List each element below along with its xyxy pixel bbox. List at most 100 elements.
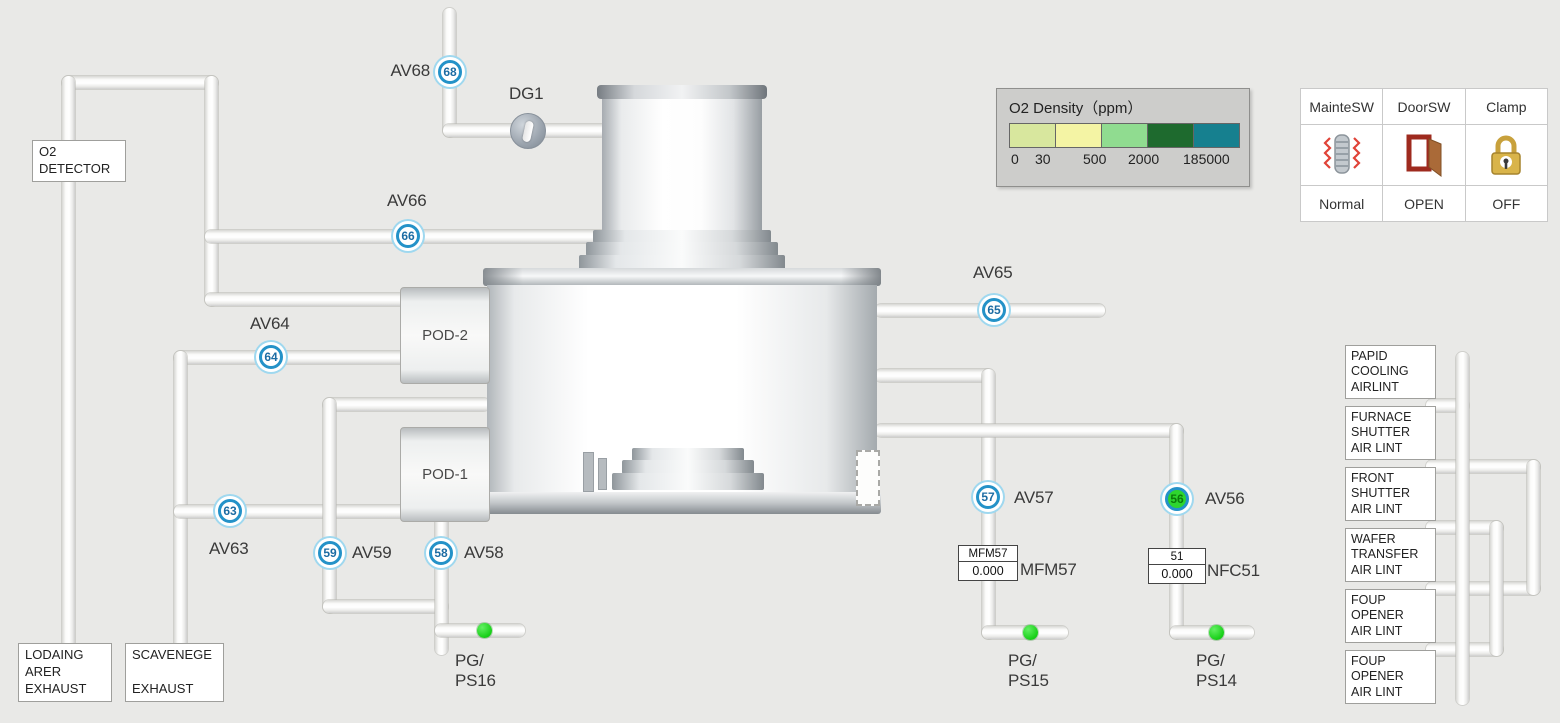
status-value-clamp: OFF [1465, 186, 1548, 222]
valve-label-dg1: DG1 [509, 84, 544, 103]
valve-av66[interactable]: 66 [396, 224, 420, 248]
pipe-segment [174, 351, 407, 364]
airline-box-wafer-transfer: WAFER TRANSFER AIR LINT [1345, 528, 1436, 582]
door-open-icon [1406, 134, 1442, 177]
valve-av56[interactable]: 56 [1165, 487, 1189, 511]
valve-label-av68: AV68 [390, 61, 430, 80]
pod-2: POD-2 [400, 287, 490, 384]
meter-mfm57-title: MFM57 [959, 546, 1017, 562]
o2-density-color-scale [1009, 123, 1240, 148]
valve-av65-number: 65 [987, 303, 1001, 317]
legend-swatch [1101, 123, 1148, 148]
valve-av56-number: 56 [1170, 492, 1184, 506]
furnace-dashed-port [856, 450, 880, 506]
pipe-segment [62, 76, 75, 651]
pipe-segment [1426, 460, 1540, 473]
valve-av63-number: 63 [223, 504, 237, 518]
furnace-pedestal-ring [612, 473, 764, 490]
pipe-segment [1426, 582, 1540, 595]
valve-av63[interactable]: 63 [218, 499, 242, 523]
padlock-icon [1491, 135, 1522, 175]
pipe-segment [205, 76, 218, 306]
legend-tick: 0 [1011, 151, 1019, 167]
meter-nfc51-value: 0.000 [1161, 567, 1193, 581]
pg-ps14-label: PG/ PS14 [1196, 651, 1237, 691]
scavenge-exhaust-box: SCAVENEGE EXHAUST [125, 643, 224, 702]
pipe-segment [1527, 460, 1540, 595]
valve-av58[interactable]: 58 [429, 541, 453, 565]
legend-swatch [1193, 123, 1240, 148]
pg-ps16-indicator-dot [477, 623, 492, 638]
status-value-doorsw: OPEN [1383, 186, 1466, 222]
valve-av59-number: 59 [323, 546, 337, 560]
status-cell-maintesw [1301, 125, 1384, 186]
meter-label-mfm57: MFM57 [1020, 560, 1077, 579]
status-panel: MainteSW DoorSW Clamp [1300, 88, 1548, 222]
valve-label-av57: AV57 [1014, 488, 1054, 507]
furnace-flange [593, 230, 771, 243]
furnace-flange [579, 255, 785, 270]
pg-ps16-label: PG/ PS16 [455, 651, 496, 691]
furnace-pedestal-ring [622, 460, 754, 474]
pod-1: POD-1 [400, 427, 490, 522]
legend-tick: 500 [1083, 151, 1107, 167]
legend-swatch [1009, 123, 1056, 148]
airline-box-foup-opener-1: FOUP OPENER AIR LINT [1345, 589, 1436, 643]
meter-nfc51-title: 51 [1149, 549, 1205, 565]
legend-tick: 2000 [1128, 151, 1160, 167]
pipe-segment [323, 398, 490, 411]
furnace-detail-tab [598, 458, 607, 490]
valve-av59[interactable]: 59 [318, 541, 342, 565]
valve-label-av63: AV63 [209, 539, 249, 558]
valve-av68-number: 68 [443, 65, 457, 79]
valve-av64[interactable]: 64 [259, 345, 283, 369]
pg-ps15-indicator-dot [1023, 625, 1038, 640]
meter-mfm57: MFM57 0.000 [958, 545, 1018, 581]
pipe-segment [205, 293, 407, 306]
legend-tick: 185000 [1183, 151, 1230, 167]
furnace-body-top-rim [483, 268, 881, 286]
maintenance-heater-icon [1323, 134, 1361, 174]
valve-av65[interactable]: 65 [982, 298, 1006, 322]
airline-box-foup-opener-2: FOUP OPENER AIR LINT [1345, 650, 1436, 704]
valve-label-av58: AV58 [464, 543, 504, 562]
furnace-body-bottom-rim [483, 492, 881, 514]
legend-swatch [1147, 123, 1194, 148]
valve-av66-number: 66 [401, 229, 415, 243]
pipe-segment [1490, 521, 1503, 656]
pipe-segment [323, 398, 336, 613]
pod-2-label: POD-2 [422, 327, 468, 344]
valve-label-av65: AV65 [973, 263, 1013, 282]
airline-box-furnace-shutter: FURNACE SHUTTER AIR LINT [1345, 406, 1436, 460]
pg-ps15-label: PG/ PS15 [1008, 651, 1049, 691]
o2-density-legend: O2 Density（ppm） 0 30 500 2000 185000 [996, 88, 1250, 187]
pipe-segment [1456, 352, 1469, 705]
loading-area-exhaust-box: LODAING ARER EXHAUST [18, 643, 112, 702]
pipe-segment [875, 369, 993, 382]
furnace-chimney [602, 90, 762, 242]
legend-swatch [1055, 123, 1102, 148]
pipe-segment [875, 424, 1183, 437]
furnace-detail-tab [583, 452, 594, 492]
valve-dg1[interactable] [510, 113, 546, 149]
pipe-segment [1170, 424, 1183, 639]
furnace-flange [586, 242, 778, 256]
pipe-segment [62, 76, 218, 89]
legend-tick: 30 [1035, 151, 1051, 167]
status-header-doorsw: DoorSW [1383, 89, 1466, 125]
valve-av57[interactable]: 57 [976, 485, 1000, 509]
valve-av58-number: 58 [434, 546, 448, 560]
meter-label-nfc51: NFC51 [1207, 561, 1260, 580]
valve-av68[interactable]: 68 [438, 60, 462, 84]
meter-nfc51: 51 0.000 [1148, 548, 1206, 584]
pod-1-label: POD-1 [422, 466, 468, 483]
status-header-maintesw: MainteSW [1301, 89, 1384, 125]
valve-label-av59: AV59 [352, 543, 392, 562]
airline-box-front-shutter: FRONT SHUTTER AIR LINT [1345, 467, 1436, 521]
status-cell-clamp [1465, 125, 1548, 186]
status-header-clamp: Clamp [1465, 89, 1548, 125]
airline-box-rapid-cooling: PAPID COOLING AIRLINT [1345, 345, 1436, 399]
valve-label-av56: AV56 [1205, 489, 1245, 508]
pipe-segment [174, 351, 187, 651]
